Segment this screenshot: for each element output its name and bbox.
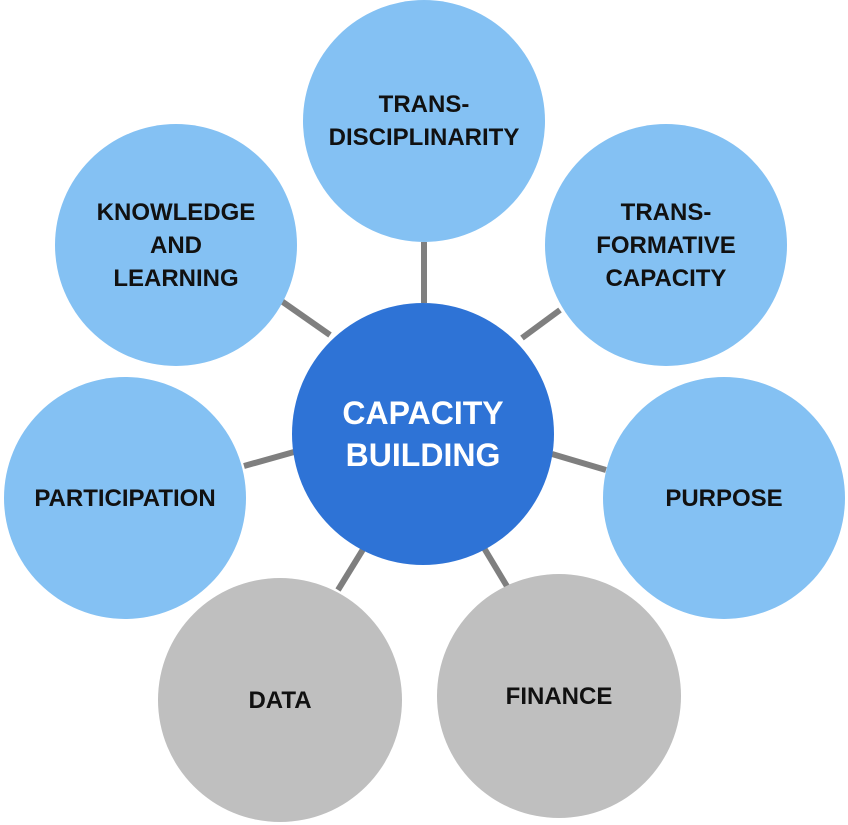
node-label-finance: FINANCE [505,682,613,710]
node-label-purpose: PURPOSE [665,484,783,512]
node-purpose: PURPOSE [603,377,845,619]
node-transformative-capacity: TRANS- FORMATIVE CAPACITY [545,124,787,366]
node-label-data: DATA [248,686,312,714]
hub-capacity-building: CAPACITY BUILDING [292,303,554,565]
node-trans-disciplinarity: TRANS- DISCIPLINARITY [303,0,545,242]
node-label-participation: PARTICIPATION [34,484,216,512]
connector-transformative-capacity [520,307,562,341]
node-data: DATA [158,578,402,822]
connector-purpose [551,451,607,473]
node-participation: PARTICIPATION [4,377,246,619]
node-knowledge-and-learning: KNOWLEDGE AND LEARNING [55,124,297,366]
hub-label: CAPACITY BUILDING [342,395,504,473]
connector-knowledge-and-learning [278,297,332,338]
node-label-trans-disciplinarity: TRANS- DISCIPLINARITY [328,91,520,151]
node-finance: FINANCE [437,574,681,818]
node-label-knowledge-and-learning: KNOWLEDGE AND LEARNING [96,198,256,292]
node-label-transformative-capacity: TRANS- FORMATIVE CAPACITY [596,198,736,292]
connector-participation [243,449,295,469]
